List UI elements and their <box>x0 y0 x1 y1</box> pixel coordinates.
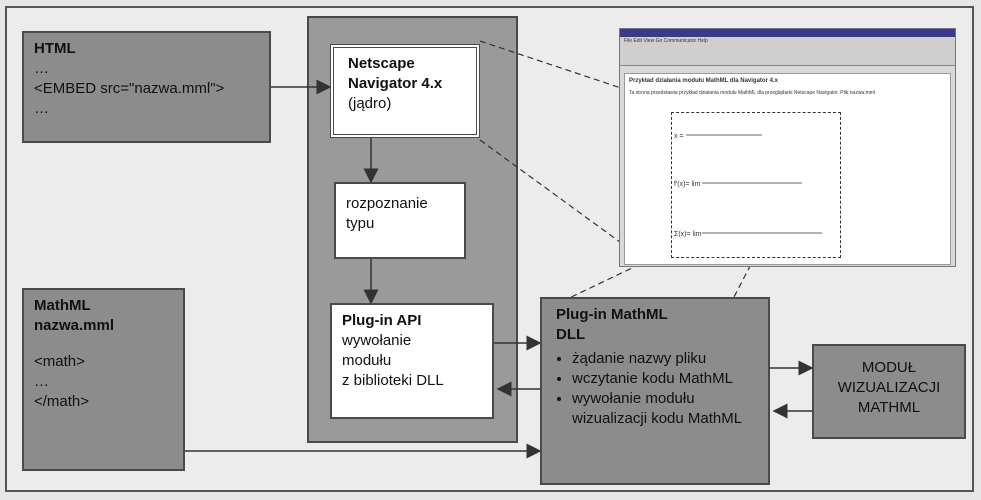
netscape-sub: (jądro) <box>348 94 462 114</box>
mathml-title2: nazwa.mml <box>34 316 173 336</box>
plugin-mathml-title2: DLL <box>556 325 754 345</box>
screenshot-toolbar: File Edit View Go Communicator Help <box>620 37 955 66</box>
html-embed-line: <EMBED src="nazwa.mml"> <box>34 79 259 99</box>
plugin-api-box: Plug-in API wywołanie modułu z bibliotek… <box>330 303 494 419</box>
netscape-title2: Navigator 4.x <box>348 74 462 94</box>
module-line1: MODUŁ <box>820 358 958 378</box>
plugin-mathml-box: Plug-in MathML DLL żądanie nazwy pliku w… <box>540 297 770 485</box>
html-line3: … <box>34 99 259 119</box>
mathml-line2: … <box>34 372 173 392</box>
screenshot-content: Przykład działania modułu MathML dla Nav… <box>624 73 951 265</box>
recognize-line2: typu <box>346 214 454 234</box>
mathml-title1: MathML <box>34 296 173 316</box>
module-line2: WIZUALIZACJI <box>820 378 958 398</box>
recognize-line1: rozpoznanie <box>346 194 454 214</box>
formula-scribbles: x = f′(x)= lim Σ(x)= lim <box>672 113 838 255</box>
html-line1: … <box>34 59 259 79</box>
svg-text:Σ(x)= lim: Σ(x)= lim <box>674 231 702 238</box>
list-item: wywołanie modułu wizualizacji kodu MathM… <box>572 389 754 429</box>
module-line3: MATHML <box>820 398 958 418</box>
plugin-api-line1: wywołanie <box>342 331 482 351</box>
mathml-line3: </math> <box>34 392 173 412</box>
screenshot-menu: File Edit View Go Communicator Help <box>624 38 708 44</box>
mathml-file-box: MathML nazwa.mml <math> … </math> <box>22 288 185 471</box>
screenshot-text: Ta strona przedstawia przykład działania… <box>629 90 939 96</box>
screenshot-titlebar <box>620 29 955 37</box>
screenshot-formula-area: x = f′(x)= lim Σ(x)= lim <box>671 112 841 258</box>
plugin-api-line3: z biblioteki DLL <box>342 371 482 391</box>
browser-screenshot: File Edit View Go Communicator Help Przy… <box>619 28 956 267</box>
plugin-mathml-title1: Plug-in MathML <box>556 305 754 325</box>
mathml-line1: <math> <box>34 352 173 372</box>
list-item: wczytanie kodu MathML <box>572 369 754 389</box>
recognize-type-box: rozpoznanie typu <box>334 182 466 259</box>
html-box: HTML … <EMBED src="nazwa.mml"> … <box>22 31 271 143</box>
list-item: żądanie nazwy pliku <box>572 349 754 369</box>
plugin-api-line2: modułu <box>342 351 482 371</box>
svg-text:f′(x)= lim: f′(x)= lim <box>674 181 701 188</box>
svg-text:x =: x = <box>674 133 684 140</box>
html-title: HTML <box>34 39 259 59</box>
netscape-title1: Netscape <box>348 54 462 74</box>
screenshot-heading: Przykład działania modułu MathML dla Nav… <box>629 78 778 84</box>
plugin-api-title: Plug-in API <box>342 311 482 331</box>
netscape-box: Netscape Navigator 4.x (jądro) <box>330 44 480 138</box>
module-visualization-box: MODUŁ WIZUALIZACJI MATHML <box>812 344 966 439</box>
plugin-mathml-list: żądanie nazwy pliku wczytanie kodu MathM… <box>556 349 754 429</box>
